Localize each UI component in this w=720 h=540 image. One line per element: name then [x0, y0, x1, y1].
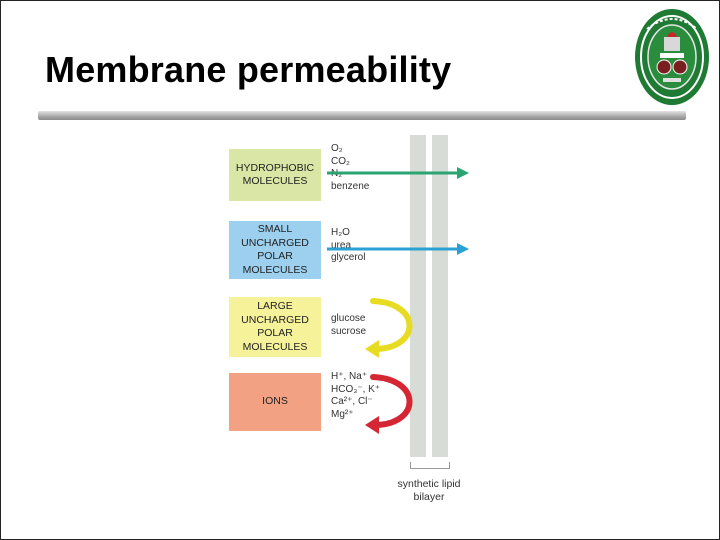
- membrane-leaflet-outer: [410, 135, 426, 457]
- membrane-leaflet-inner: [432, 135, 448, 457]
- bilayer-bracket: [410, 462, 450, 469]
- molecule-name: Ca²⁺, Cl⁻: [331, 396, 373, 407]
- arrowhead: [365, 416, 379, 434]
- arrowhead: [457, 167, 469, 179]
- molecule-class-box: IONS: [229, 373, 321, 431]
- molecule-name: glycerol: [331, 252, 366, 263]
- molecule-class-box: SMALL UNCHARGED POLAR MOLECULES: [229, 221, 321, 279]
- bounce-arrow: [370, 374, 413, 428]
- membrane-label: synthetic lipid bilayer: [397, 478, 461, 503]
- molecule-class-box: LARGE UNCHARGED POLAR MOLECULES: [229, 297, 321, 357]
- arrowhead: [365, 340, 379, 358]
- molecule-name: urea: [331, 239, 352, 251]
- molecule-name: H⁺, Na⁺: [331, 371, 368, 382]
- molecule-name: glucose: [331, 313, 366, 324]
- molecule-class-box: HYDROPHOBIC MOLECULES: [229, 149, 321, 201]
- molecule-name: H₂O: [331, 227, 350, 238]
- slide-title: Membrane permeability: [45, 49, 452, 90]
- molecule-name: HCO₃⁻, K⁺: [331, 383, 381, 395]
- molecule-list: H⁺, Na⁺HCO₃⁻, K⁺Ca²⁺, Cl⁻Mg²⁺: [331, 371, 380, 421]
- molecule-name: O₂: [331, 143, 343, 154]
- permeability-diagram: synthetic lipid bilayer HYDROPHOBIC MOLE…: [221, 131, 469, 531]
- transport-arrows: [327, 167, 469, 434]
- molecule-name: Mg²⁺: [331, 408, 354, 420]
- title-divider: [38, 111, 686, 120]
- molecule-name: sucrose: [331, 325, 367, 337]
- arrowhead: [457, 243, 469, 255]
- university-seal-logo: [635, 9, 709, 105]
- bounce-arrow: [370, 298, 413, 352]
- molecule-name: benzene: [331, 180, 370, 192]
- molecule-name: CO₂: [331, 155, 350, 167]
